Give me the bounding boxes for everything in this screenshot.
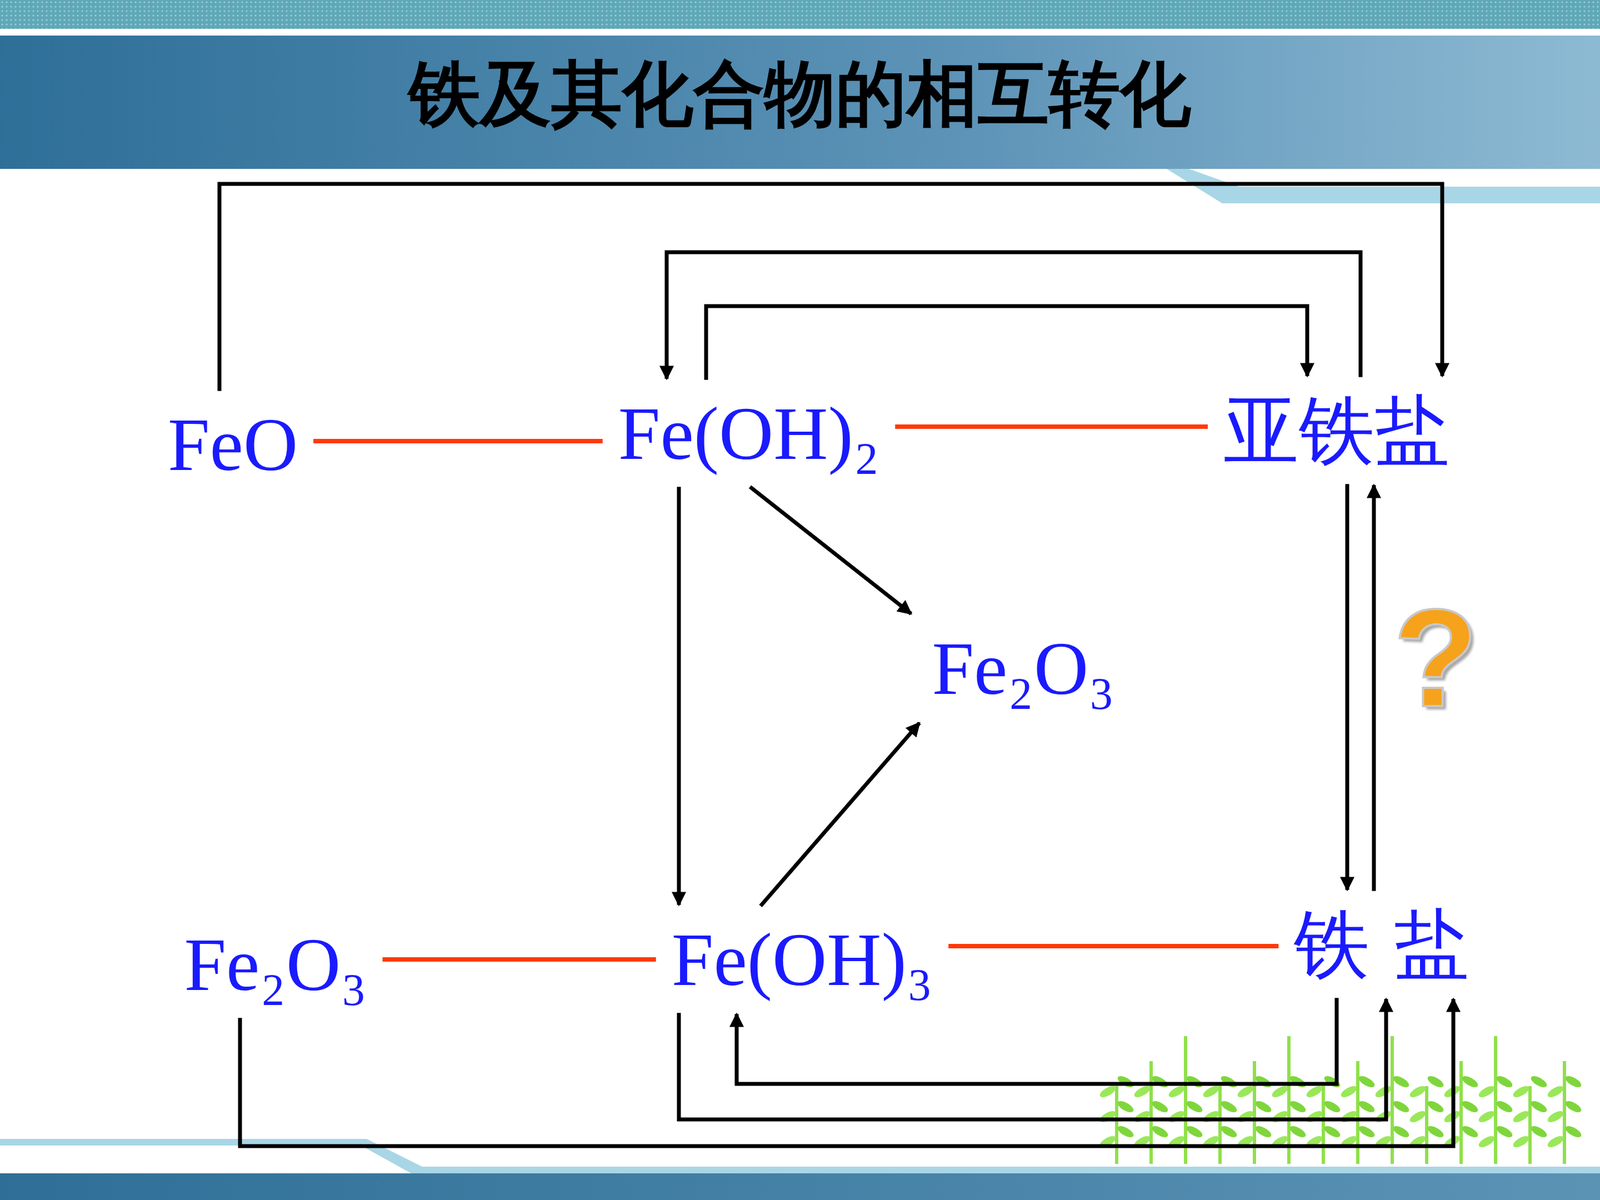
compound-node: Fe₂O₃ — [925, 620, 1122, 717]
relation-line — [313, 438, 603, 444]
conversion-arrow — [760, 722, 920, 907]
conversion-arrow — [677, 486, 682, 905]
compound-label: Fe(OH)₂ — [618, 390, 880, 477]
compound-node: Fe(OH)₂ — [611, 385, 887, 482]
compound-label: FeO — [167, 401, 298, 488]
conversion-arrow — [666, 252, 1361, 379]
conversion-arrow — [1372, 485, 1377, 892]
question-mark: ? — [1393, 588, 1479, 728]
conversion-arrow — [240, 998, 1454, 1147]
conversion-arrow — [706, 306, 1308, 380]
header-accent — [0, 168, 1600, 204]
compound-node: 亚铁盐 — [1216, 382, 1457, 479]
compound-node: Fe(OH)₃ — [665, 911, 940, 1008]
conversion-arrow — [219, 183, 1443, 392]
conversion-arrow — [678, 998, 1387, 1120]
compound-node: 铁 盐 — [1287, 896, 1476, 993]
compound-label: Fe₂O₃ — [183, 921, 367, 1008]
compound-node: Fe₂O₃ — [177, 916, 374, 1013]
slide-title: 铁及其化合物的相互转化 — [0, 55, 1600, 134]
compound-node: FeO — [161, 396, 305, 493]
footer-band — [0, 1173, 1600, 1200]
conversion-arrow — [750, 486, 912, 614]
conversion-arrow — [736, 997, 1337, 1084]
compound-label: 亚铁盐 — [1223, 387, 1450, 474]
relation-line — [895, 424, 1208, 429]
top-strip — [0, 0, 1600, 29]
relation-line — [382, 957, 657, 962]
relation-line — [948, 943, 1279, 949]
compound-label: Fe₂O₃ — [931, 625, 1115, 712]
compound-label: 铁 盐 — [1293, 901, 1469, 988]
header-line — [0, 32, 1600, 35]
compound-label: Fe(OH)₃ — [671, 916, 933, 1003]
header-band — [0, 35, 1600, 169]
conversion-arrow — [1345, 483, 1350, 890]
